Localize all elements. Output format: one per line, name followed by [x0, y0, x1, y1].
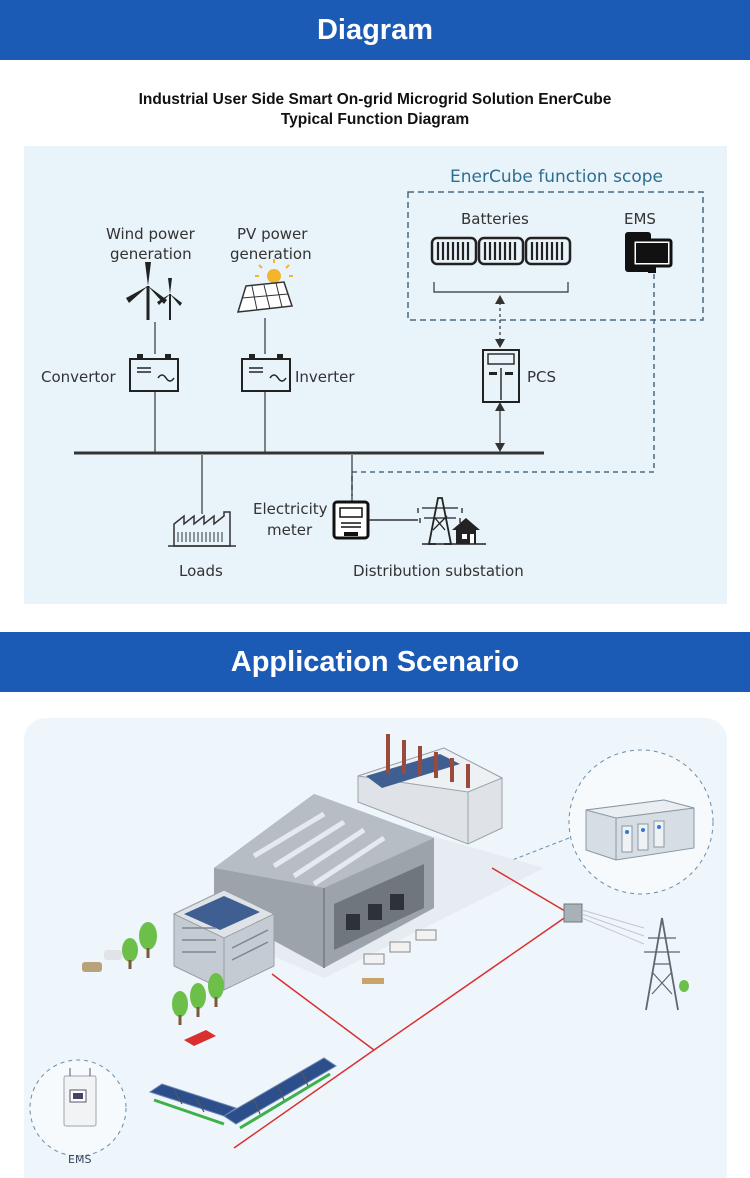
- diagram-title-line2: Typical Function Diagram: [280, 111, 470, 128]
- ems-cabinet-icon: [63, 1068, 97, 1127]
- application-scenario-illustration: EMS: [24, 718, 727, 1178]
- diagram-header-title: Diagram: [316, 14, 434, 46]
- power-cable-route: [233, 867, 572, 1149]
- transmission-pylon: [644, 917, 689, 1011]
- trees: [122, 922, 224, 1025]
- ems-communication-line: [351, 274, 655, 496]
- transformer-icon: [563, 903, 645, 945]
- batteries-bracket: [433, 282, 569, 293]
- pcs-icon: [482, 349, 520, 403]
- inverter-icon: [241, 354, 291, 392]
- loads-label: Loads: [179, 562, 223, 580]
- inverter-label: Inverter: [295, 368, 355, 386]
- power-cable-branch: [271, 973, 375, 1051]
- application-scenario-title: Application Scenario: [230, 646, 520, 678]
- factory-building-back: [357, 734, 504, 845]
- pcs-label: PCS: [527, 368, 556, 386]
- pv-label-line1: PV power: [237, 225, 308, 243]
- pv-label-line2: generation: [230, 245, 312, 263]
- energy-storage-container-icon: [585, 799, 695, 861]
- pv-panel-icon: [236, 259, 294, 313]
- parked-cars: [82, 950, 216, 1046]
- meter-label-line1: Electricity: [253, 500, 328, 518]
- function-diagram-svg: EnerCube function scope Batteries EMS: [41, 167, 704, 580]
- substation-label: Distribution substation: [353, 562, 524, 580]
- ems-icon: [625, 232, 673, 273]
- diagram-title: Industrial User Side Smart On-grid Micro…: [0, 90, 750, 130]
- wind-label-line2: generation: [110, 245, 192, 263]
- batteries-pcs-arrow: [495, 295, 505, 348]
- convertor-label: Convertor: [41, 368, 116, 386]
- function-scope-title: EnerCube function scope: [450, 167, 663, 187]
- loads-factory-icon: [168, 511, 236, 547]
- electricity-meter-icon: [332, 500, 370, 540]
- diagram-header-banner: Diagram: [0, 0, 750, 60]
- substation-tower-icon: [417, 497, 486, 545]
- batteries-icon: [430, 236, 572, 266]
- ems-label: EMS: [624, 210, 656, 228]
- application-scenario-svg: EMS: [29, 734, 714, 1166]
- wind-label-line1: Wind power: [106, 225, 196, 243]
- diagram-title-line1: Industrial User Side Smart On-grid Micro…: [138, 91, 612, 108]
- batteries-label: Batteries: [461, 210, 529, 228]
- convertor-icon: [129, 354, 179, 392]
- wind-turbine-icon: [126, 262, 182, 320]
- application-scenario-banner: Application Scenario: [0, 632, 750, 692]
- meter-label-line2: meter: [267, 521, 313, 539]
- function-diagram-panel: EnerCube function scope Batteries EMS: [24, 146, 727, 604]
- solar-carport-array: [148, 1057, 337, 1130]
- office-building: [172, 889, 276, 991]
- function-scope-box: [407, 191, 704, 321]
- delivery-trucks: [362, 929, 437, 984]
- pcs-bus-arrow: [495, 402, 505, 452]
- ems-caption: EMS: [68, 1153, 91, 1166]
